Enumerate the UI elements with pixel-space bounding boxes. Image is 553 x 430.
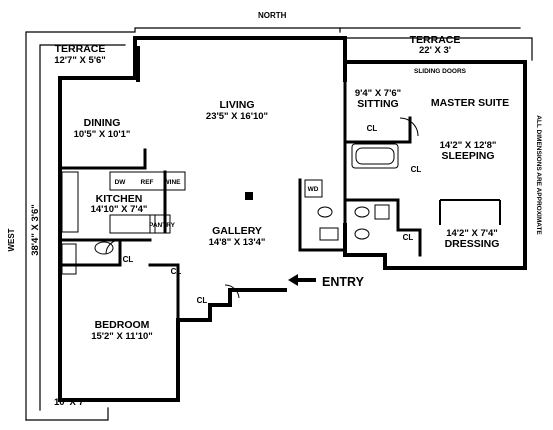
terrace-right-label: TERRACE <box>410 34 461 46</box>
master-suite-label: MASTER SUITE <box>431 97 509 109</box>
bedroom-dim: 15'2" X 11'10" <box>91 331 153 342</box>
closet-gallery-label: CL <box>197 296 208 305</box>
sliding-doors-bar <box>380 61 501 225</box>
entry-arrow-icon <box>288 274 316 286</box>
kitchen-dim: 14'10" X 7'4" <box>91 204 148 215</box>
interior-walls <box>58 78 422 322</box>
kitchen-counters <box>61 171 186 234</box>
living-label: LIVING <box>219 99 254 111</box>
closet-bath-label: CL <box>411 165 422 174</box>
door-swings <box>105 117 419 299</box>
closet-bedroom-2-label: CL <box>171 267 182 276</box>
living-dim: 23'5" X 16'10" <box>206 111 268 122</box>
refrigerator-label: REF <box>141 179 154 186</box>
terrace-west-dim: 38'4" X 3'6" <box>30 204 41 256</box>
gallery-label: GALLERY <box>212 225 262 237</box>
terrace-left-label: TERRACE <box>55 43 106 55</box>
closet-dressing-label: CL <box>403 233 414 242</box>
entry-label: ENTRY <box>322 275 365 289</box>
dressing-label: DRESSING <box>445 238 500 250</box>
kitchen-label: KITCHEN <box>96 193 143 205</box>
sitting-label: SITTING <box>357 98 398 110</box>
terrace-railing <box>25 27 533 421</box>
sitting-dim: 9'4" X 7'6" <box>355 88 401 99</box>
north-label: NORTH <box>258 11 287 20</box>
dimensions-note: ALL DIMENSIONS ARE APPROXIMATE <box>535 115 542 235</box>
structural-column <box>245 192 253 200</box>
terrace-bottom-dim: 10' X 7' <box>54 397 86 408</box>
master-suite-dim: 14'2" X 12'8" <box>440 140 497 151</box>
washer-dryer-label: WD <box>308 186 319 193</box>
exterior-walls <box>58 36 527 402</box>
closet-sitting-label: CL <box>367 124 378 133</box>
closet-bedroom-1-label: CL <box>123 255 134 264</box>
dining-label: DINING <box>84 117 121 129</box>
dishwasher-label: DW <box>115 179 127 186</box>
wine-cooler-label: WINE <box>164 179 182 186</box>
gallery-dim: 14'8" X 13'4" <box>209 237 266 248</box>
bedroom-label: BEDROOM <box>95 319 150 331</box>
terrace-left-dim: 12'7" X 5'6" <box>54 55 106 66</box>
pantry-label: PANTRY <box>149 222 176 229</box>
sliding-doors-label: SLIDING DOORS <box>414 68 467 75</box>
west-label: WEST <box>7 228 16 251</box>
bathroom-fixtures <box>61 143 399 275</box>
dressing-dim: 14'2" X 7'4" <box>446 228 498 239</box>
sleeping-label: SLEEPING <box>441 150 494 162</box>
dining-dim: 10'5" X 10'1" <box>74 129 131 140</box>
terrace-right-dim: 22' X 3' <box>419 45 451 56</box>
